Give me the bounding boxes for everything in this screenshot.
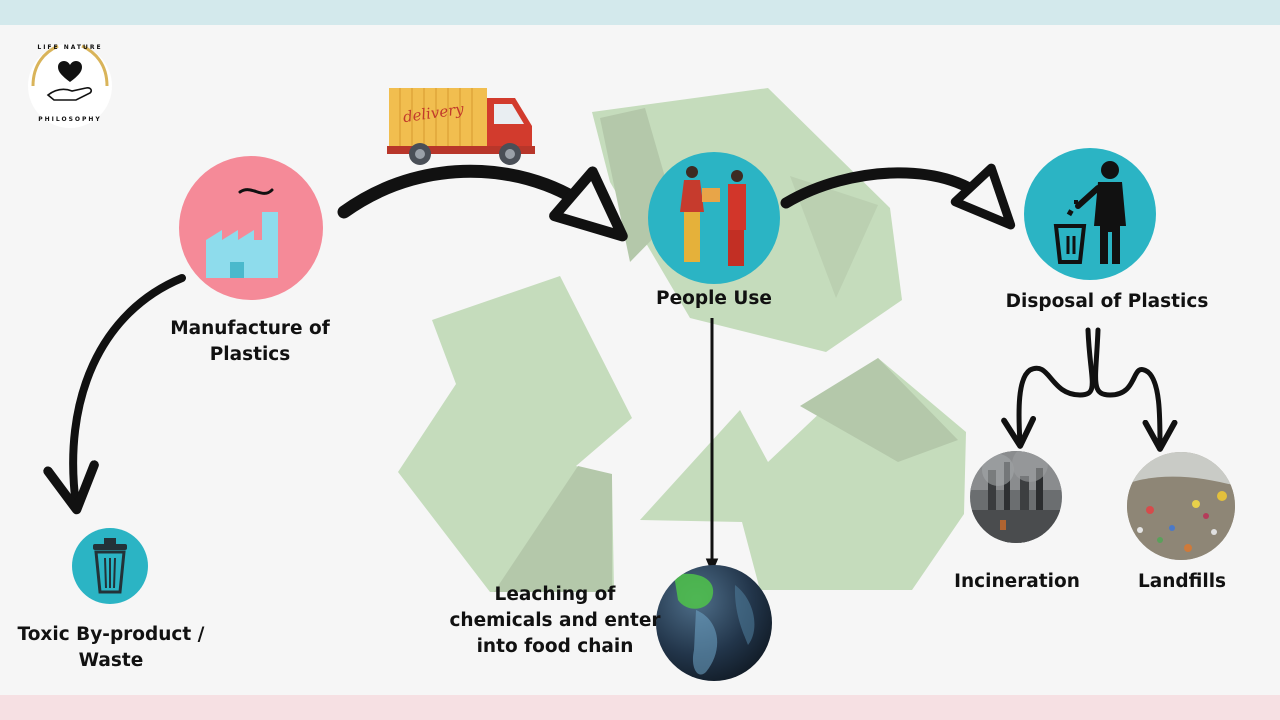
delivery-truck-icon: delivery [387,88,535,165]
recycle-arrow-left [398,276,632,592]
leaching-label: Leaching of chemicals and enter into foo… [449,584,661,657]
factory-icon [206,188,278,278]
arrow-disposal-to-landfills [1093,327,1178,452]
logo-text-top: LIFE NATURE [37,44,103,51]
earth-icon [656,565,772,681]
disposal-node [1024,148,1156,280]
arrow-manufacture-to-toxic [43,274,186,515]
toxic-label: Toxic By-product / Waste [17,624,205,671]
bottom-band [0,695,1280,720]
people-exchanging-box-icon [680,166,746,266]
logo-text-bottom: PHILOSOPHY [38,116,102,123]
arrow-manufacture-to-people-use [337,164,628,242]
heart-in-hand-icon [46,61,92,101]
smoke-stack-photo [970,451,1062,543]
garbage-pile-photo [1127,452,1235,560]
arrow-people-use-to-disposal [780,163,1016,230]
arrow-disposal-to-incineration [1001,327,1095,449]
incineration-label: Incineration [954,571,1080,592]
toxic-node [72,528,148,604]
landfills-label: Landfills [1137,571,1227,592]
manufacture-label: Manufacture of Plastics [170,318,330,365]
trash-can-icon [93,538,127,594]
top-band [0,0,1280,25]
manufacture-node [179,156,323,300]
people-use-label: People Use [656,288,772,309]
life-nature-philosophy-logo [28,44,112,128]
arrows [43,163,1178,574]
recycle-arrow-right [640,358,966,590]
person-throwing-trash-icon [1053,161,1126,264]
disposal-label: Disposal of Plastics [1005,291,1209,312]
people-use-node [648,152,780,284]
